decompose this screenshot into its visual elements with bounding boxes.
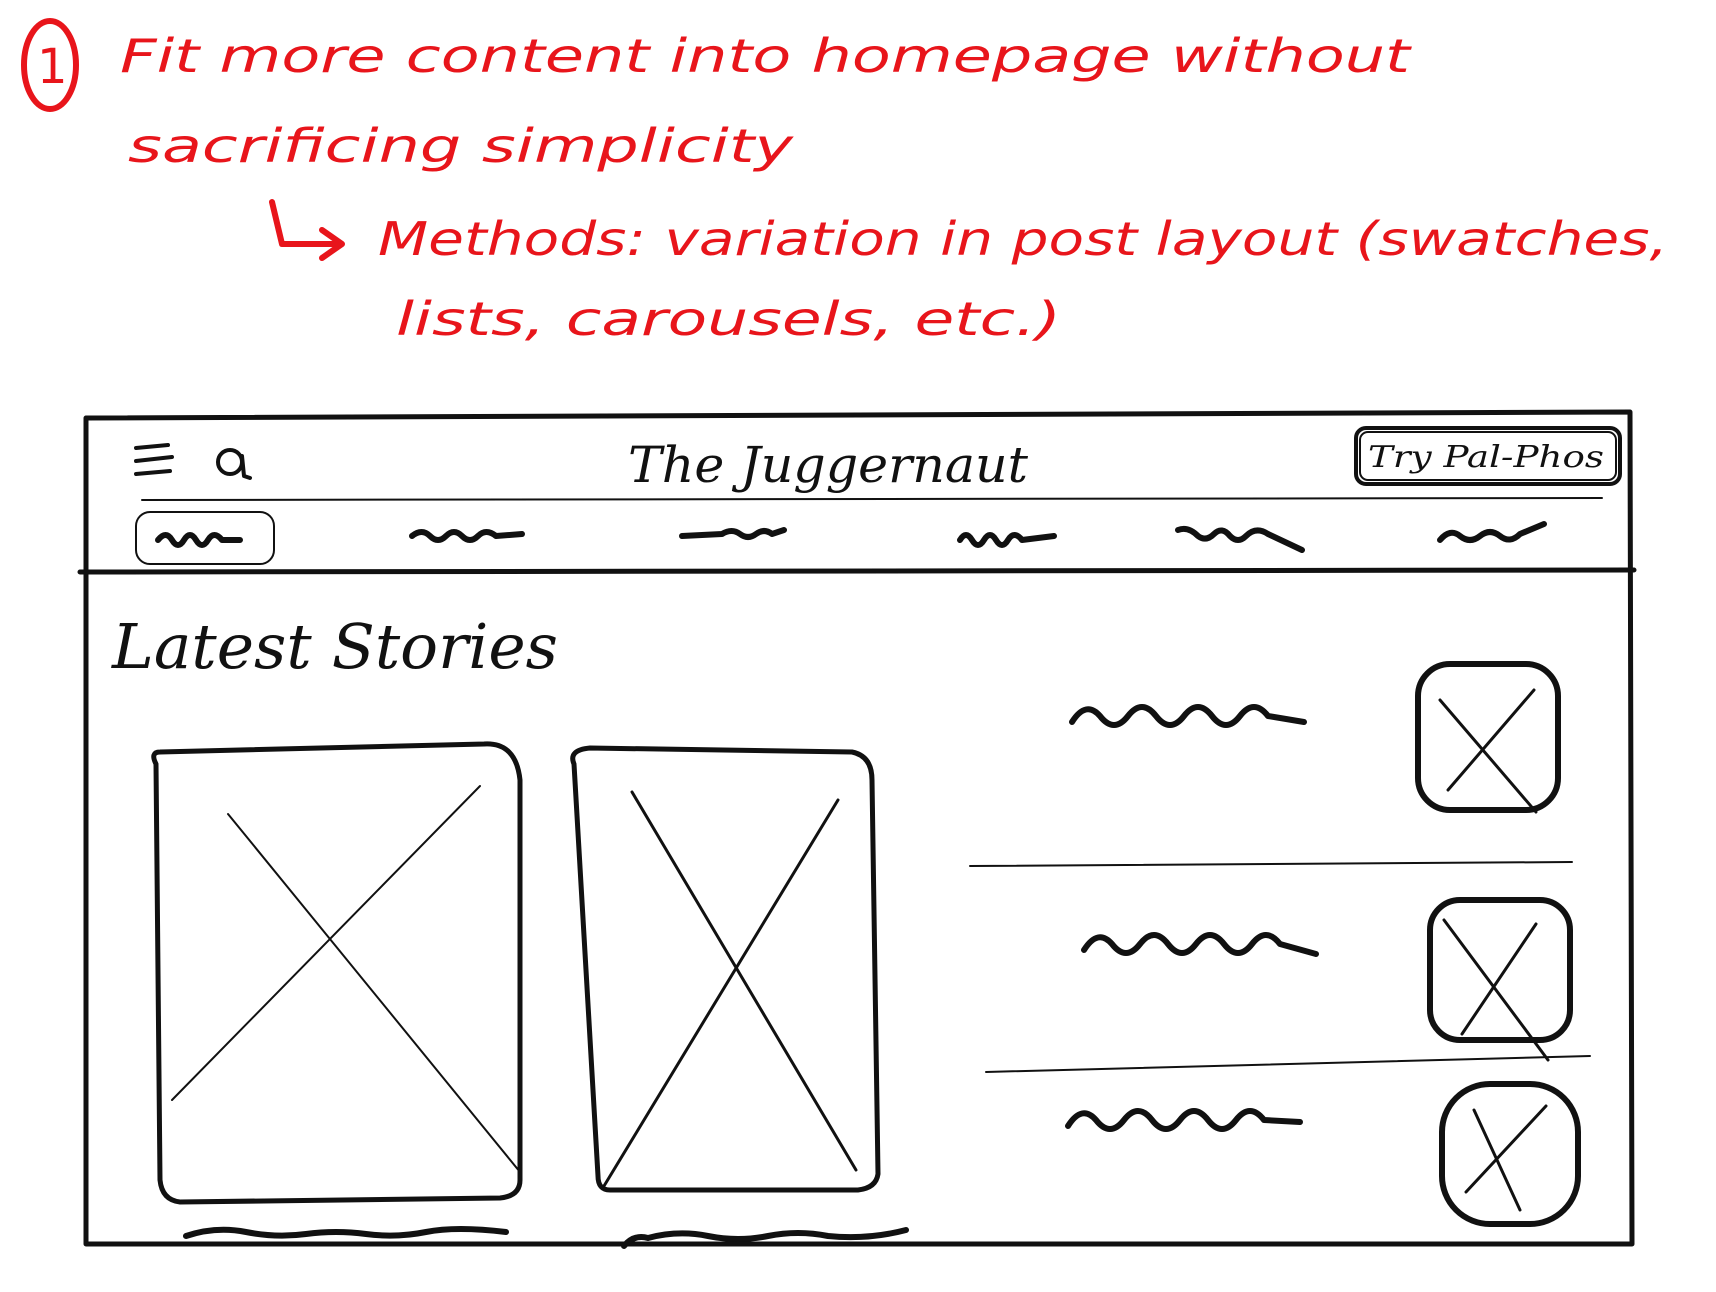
try-pal-phos-button[interactable]: Try Pal-Phos [1354,426,1622,486]
annotation-line-4: lists, carousels, etc.) [396,292,1061,346]
nav-tab-1[interactable] [135,511,275,565]
nav-tab-5[interactable] [1175,525,1305,553]
site-title: The Juggernaut [628,436,1029,494]
image-placeholder [602,790,858,1188]
list-divider [969,861,1573,867]
headline-squiggle [1065,1108,1303,1132]
headline-squiggle [1081,932,1319,957]
headline-squiggle [183,1226,509,1239]
section-title: Latest Stories [111,610,558,683]
nav-tab-2[interactable] [409,529,525,543]
browser-frame [77,409,1637,1247]
annotation-line-3: Methods: variation in post layout (swatc… [378,212,1668,266]
annotation-number: 1 [37,39,68,95]
nav-tab-4[interactable] [957,532,1057,548]
thumbnail-placeholder [1427,897,1573,1062]
nav-tab-3[interactable] [679,527,787,540]
annotation-arrow-icon [269,199,345,261]
featured-story-card-1[interactable] [151,741,523,1239]
annotation-number-circle [21,18,79,112]
story-list-item-3[interactable] [1065,1081,1581,1227]
hamburger-icon[interactable] [134,443,174,476]
thumbnail-placeholder [1415,661,1561,814]
headline-squiggle [1069,704,1307,728]
nav-tabs [135,511,1547,565]
annotation-line-2: sacrificing simplicity [128,119,794,173]
main-content: Latest Stories [111,610,1591,1249]
featured-story-card-2[interactable] [570,745,909,1249]
story-list-item-2[interactable] [1081,897,1573,1062]
nav-tab-6[interactable] [1437,521,1547,543]
thumbnail-placeholder [1439,1081,1581,1227]
image-placeholder [171,785,521,1173]
cta-label: Try Pal-Phos [1368,440,1604,475]
headline-squiggle [621,1227,909,1249]
story-list-item-1[interactable] [1069,661,1561,814]
annotation: 1 Fit more content into homepage without… [21,18,1668,346]
site-header: The Juggernaut Try Pal-Phos [134,426,1622,494]
annotation-line-1: Fit more content into homepage without [120,29,1413,83]
search-icon[interactable] [216,448,252,480]
list-divider [985,1055,1591,1073]
